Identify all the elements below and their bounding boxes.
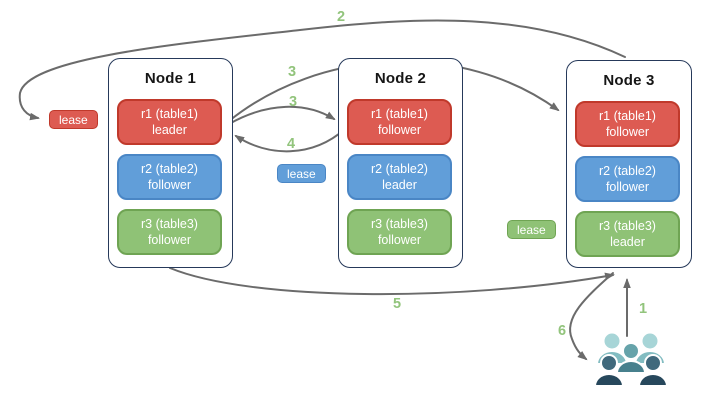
step-label-5: 5 [392, 296, 402, 312]
replica-name: r1 (table1) [141, 106, 198, 121]
node-3: Node 3 r1 (table1) follower r2 (table2) … [566, 60, 692, 268]
replica-role: follower [605, 125, 650, 139]
node-2: Node 2 r1 (table1) follower r2 (table2) … [338, 58, 463, 268]
step-label-3b: 3 [288, 94, 298, 110]
replica-name: r2 (table2) [141, 161, 198, 176]
replica-role: leader [610, 235, 645, 249]
lease-chip-table2: lease [277, 164, 326, 183]
node-2-title: Node 2 [374, 70, 427, 87]
node-3-replica-r2: r2 (table2) follower [575, 156, 680, 202]
replica-role: leader [382, 178, 417, 192]
step-label-6: 6 [557, 323, 567, 339]
replica-role: follower [377, 123, 422, 137]
node-3-replica-r3: r3 (table3) leader [575, 211, 680, 257]
node-2-replica-r3: r3 (table3) follower [347, 209, 452, 255]
replica-name: r2 (table2) [371, 161, 428, 176]
lease-chip-table1: lease [49, 110, 98, 129]
step-label-4: 4 [286, 136, 296, 152]
node-2-replica-r2: r2 (table2) leader [347, 154, 452, 200]
replica-role: follower [377, 233, 422, 247]
replica-name: r2 (table2) [599, 163, 656, 178]
replica-name: r1 (table1) [371, 106, 428, 121]
replica-role: follower [605, 180, 650, 194]
step-label-1: 1 [638, 301, 648, 317]
replica-name: r1 (table1) [599, 108, 656, 123]
node-1-replica-r3: r3 (table3) follower [117, 209, 222, 255]
replica-role: follower [147, 178, 192, 192]
replica-role: leader [152, 123, 187, 137]
step-label-2: 2 [336, 9, 346, 25]
node-3-replica-r1: r1 (table1) follower [575, 101, 680, 147]
replica-name: r3 (table3) [371, 216, 428, 231]
node-1-title: Node 1 [144, 70, 197, 87]
replica-name: r3 (table3) [599, 218, 656, 233]
replica-role: follower [147, 233, 192, 247]
node-1-replica-r1: r1 (table1) leader [117, 99, 222, 145]
node-1-replica-r2: r2 (table2) follower [117, 154, 222, 200]
users-icon [593, 331, 669, 387]
arrow-step-5-leader-to-gateway [169, 267, 615, 296]
arrow-step-3-leader-to-node2-follower [228, 105, 336, 125]
lease-chip-table3: lease [507, 220, 556, 239]
replica-name: r3 (table3) [141, 216, 198, 231]
step-label-3a: 3 [287, 64, 297, 80]
node-3-title: Node 3 [603, 72, 655, 89]
node-2-replica-r1: r1 (table1) follower [347, 99, 452, 145]
node-1: Node 1 r1 (table1) leader r2 (table2) fo… [108, 58, 233, 268]
